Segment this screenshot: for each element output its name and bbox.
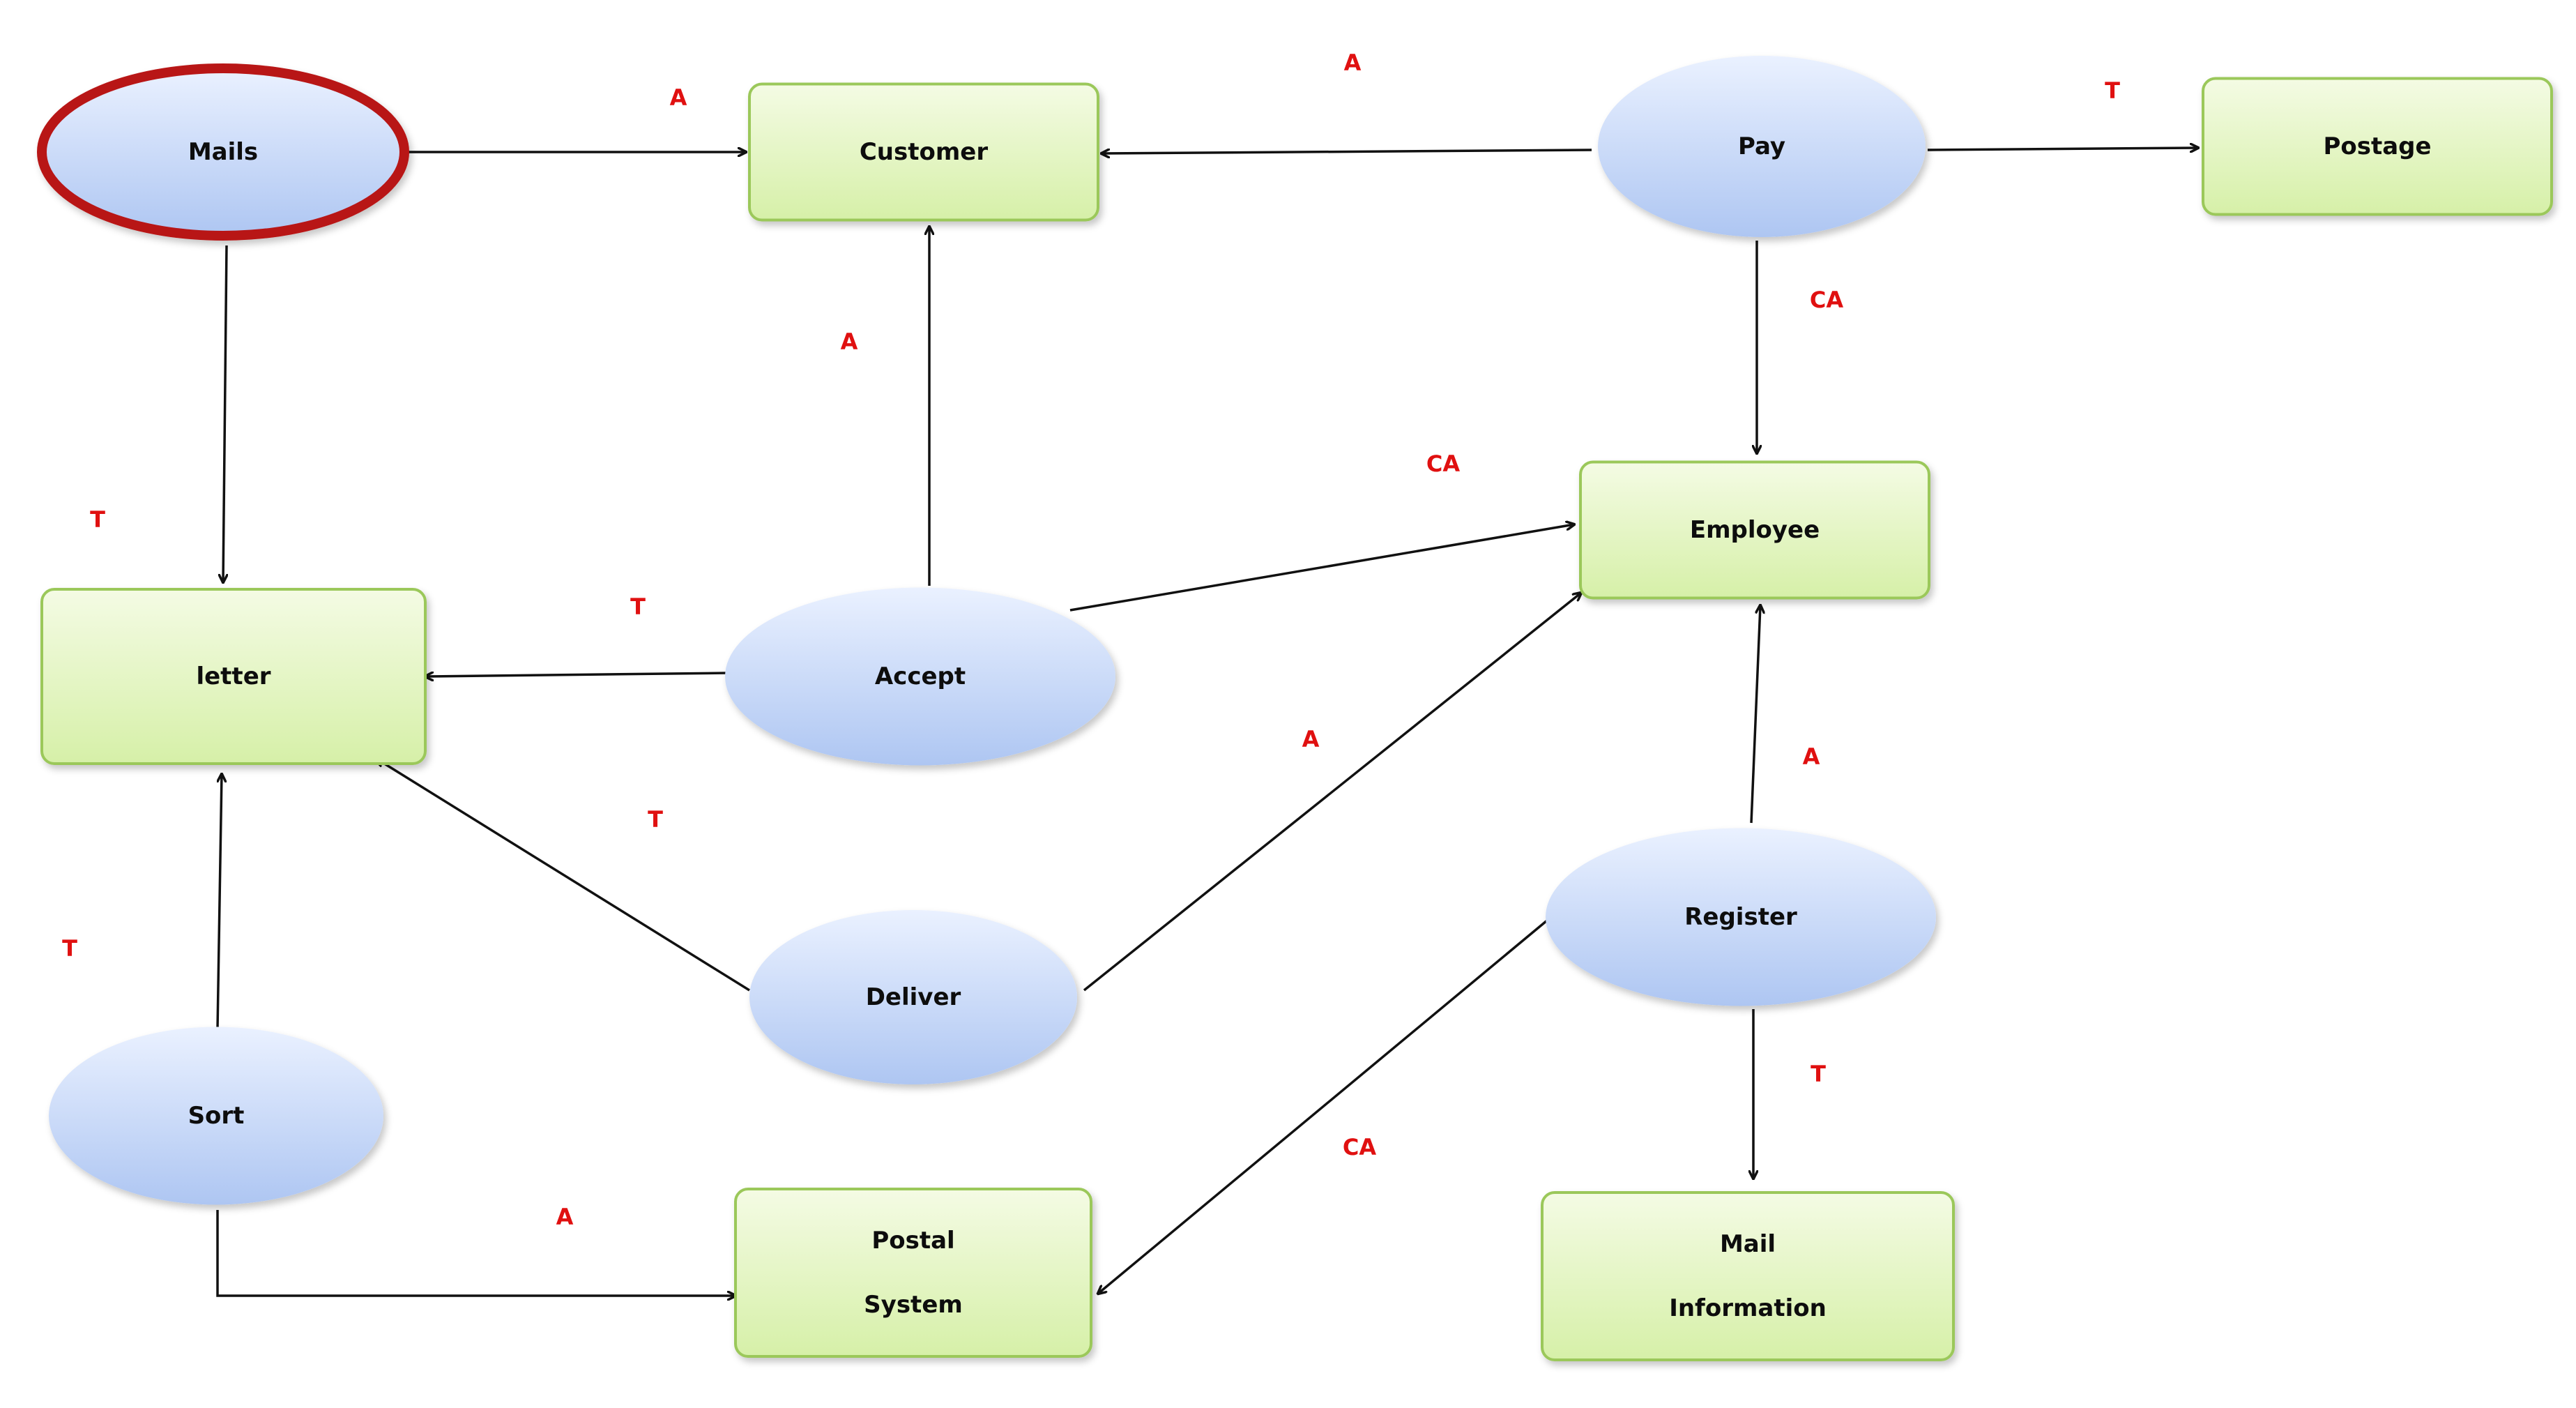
- process-ellipse: [1598, 56, 1926, 237]
- edge-label-deliver-to-employee: A: [1302, 726, 1320, 752]
- node-label-register: Register: [1684, 903, 1797, 931]
- node-label-postage: Postage: [2323, 133, 2431, 160]
- edge-label-sort-to-letter: T: [62, 935, 77, 962]
- edge-label-pay-to-employee: CA: [1810, 287, 1843, 313]
- edge-pay-to-customer: [1102, 150, 1592, 153]
- edge-sort-to-postal-system: [216, 1210, 736, 1296]
- entity-box: [734, 1188, 1092, 1358]
- edge-label-register-to-employee: A: [1803, 743, 1820, 770]
- edge-label-layer: A A T CA T A CA T T A A CA T T A: [62, 50, 2120, 1230]
- entity-box: [40, 588, 427, 765]
- edge-label-pay-to-customer: A: [1344, 50, 1362, 76]
- edge-deliver-to-employee: [1083, 593, 1581, 992]
- entity-box: [1541, 1191, 1955, 1361]
- node-label-customer: Customer: [860, 138, 988, 166]
- edge-accept-to-letter: [425, 673, 729, 676]
- edge-label-deliver-to-letter: T: [648, 806, 663, 833]
- edge-label-register-to-mail-information: T: [1811, 1061, 1826, 1087]
- node-pay: Pay: [1598, 56, 1926, 237]
- edge-layer: [216, 148, 2198, 1296]
- node-label-sort: Sort: [188, 1102, 245, 1130]
- edge-register-to-employee: [1750, 605, 1760, 824]
- node-label-letter: letter: [196, 663, 270, 690]
- edge-accept-to-employee: [1069, 524, 1574, 612]
- edge-label-mails-to-customer: A: [670, 84, 687, 111]
- node-letter: letter: [40, 588, 427, 765]
- node-register: Register: [1546, 828, 1936, 1006]
- node-accept: Accept: [725, 587, 1115, 766]
- edge-sort-to-letter: [216, 774, 222, 1029]
- edge-register-to-postal-system: [1098, 916, 1553, 1294]
- edge-label-pay-to-postage: T: [2105, 77, 2120, 104]
- process-ellipse: [37, 63, 409, 241]
- node-label-mails: Mails: [188, 138, 258, 166]
- edge-label-accept-to-letter: T: [630, 593, 646, 620]
- node-mails: Mails: [37, 63, 409, 241]
- process-ellipse: [725, 587, 1115, 766]
- node-postage: Postage: [2202, 77, 2553, 216]
- edge-deliver-to-letter: [376, 759, 750, 992]
- edge-label-register-to-postal-system: CA: [1343, 1134, 1376, 1160]
- node-customer: Customer: [748, 82, 1099, 222]
- process-ellipse: [49, 1027, 383, 1205]
- entity-box: [1579, 460, 1930, 600]
- process-ellipse: [1546, 828, 1936, 1006]
- edge-label-mails-to-letter: T: [90, 506, 105, 533]
- node-label-accept: Accept: [875, 663, 966, 690]
- node-label-pay: Pay: [1738, 133, 1785, 160]
- node-deliver: Deliver: [749, 910, 1077, 1084]
- process-ellipse: [749, 910, 1077, 1084]
- node-employee: Employee: [1579, 460, 1930, 600]
- node-label-employee: Employee: [1690, 516, 1820, 544]
- node-sort: Sort: [49, 1027, 383, 1205]
- entity-box: [748, 82, 1099, 222]
- edge-mails-to-letter: [223, 245, 227, 582]
- node-label-deliver: Deliver: [866, 983, 961, 1011]
- edge-label-accept-to-customer: A: [841, 328, 858, 355]
- edge-label-accept-to-employee: CA: [1426, 451, 1460, 477]
- edge-pay-to-postage: [1927, 148, 2198, 150]
- edge-label-sort-to-postal-system: A: [556, 1204, 574, 1230]
- entity-box: [2202, 77, 2553, 216]
